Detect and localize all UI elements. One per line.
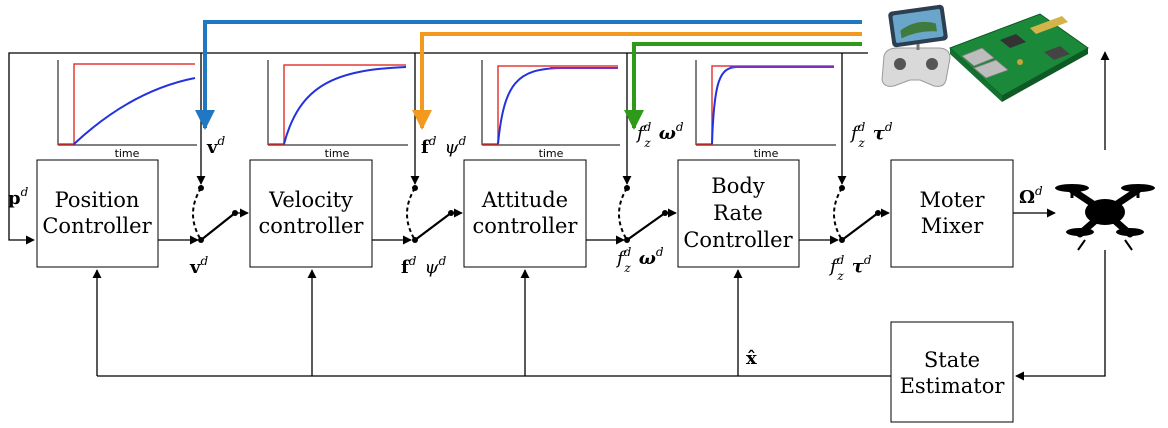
position-step-plot: time — [57, 60, 197, 160]
plot-time-label: time — [754, 147, 779, 160]
attitude-controller-block: Attitude controller — [463, 159, 587, 268]
block-label: Body — [711, 174, 765, 198]
body-rate-controller-block: Body Rate Controller — [677, 159, 800, 268]
plot-time-label: time — [115, 147, 140, 160]
quadcopter-drone-icon — [1055, 184, 1155, 251]
block-label: Controller — [683, 228, 793, 252]
block-label: Estimator — [900, 374, 1006, 398]
block-label: Mixer — [921, 214, 984, 238]
green-feed-line — [624, 42, 862, 130]
block-label: Moter — [919, 188, 985, 212]
body-rate-step-plot: time — [695, 60, 836, 160]
plot-time-label: time — [325, 147, 350, 160]
drone-to-estimator-line — [1015, 250, 1106, 381]
selector-switch-velocity — [192, 185, 238, 243]
blue-feed-line — [195, 20, 862, 130]
orange-feed-line — [412, 32, 862, 130]
selector-switch-attitude — [406, 185, 454, 243]
signal-v-d-top: vd — [206, 134, 225, 158]
motor-mixer-block: Moter Mixer — [890, 159, 1014, 268]
reference-bus-line — [8, 52, 868, 245]
block-label: Rate — [713, 201, 763, 225]
raspberry-pi-board-icon — [949, 13, 1089, 102]
signal-Omega-d: Ωd — [1019, 184, 1043, 208]
position-controller-block: Position Controller — [36, 159, 159, 268]
block-label: Controller — [42, 214, 152, 238]
selector-switch-mixer — [833, 185, 881, 243]
signal-x-hat: x̂ — [746, 348, 757, 369]
attitude-step-plot: time — [481, 60, 620, 160]
state-estimator-block: State Estimator — [890, 321, 1014, 423]
block-label: controller — [473, 214, 579, 238]
plot-time-label: time — [539, 147, 564, 160]
velocity-step-plot: time — [267, 60, 408, 160]
block-label: State — [924, 348, 980, 372]
block-label: Attitude — [481, 188, 568, 212]
block-label: Position — [55, 188, 140, 212]
signal-p-d: pd — [8, 185, 29, 209]
selector-switch-rate — [618, 185, 668, 243]
block-label: controller — [259, 214, 365, 238]
rc-transmitter-icon — [881, 4, 951, 87]
signal-v-d-bottom: vd — [189, 254, 208, 278]
velocity-controller-block: Velocity controller — [249, 159, 373, 268]
block-label: Velocity — [268, 188, 353, 212]
